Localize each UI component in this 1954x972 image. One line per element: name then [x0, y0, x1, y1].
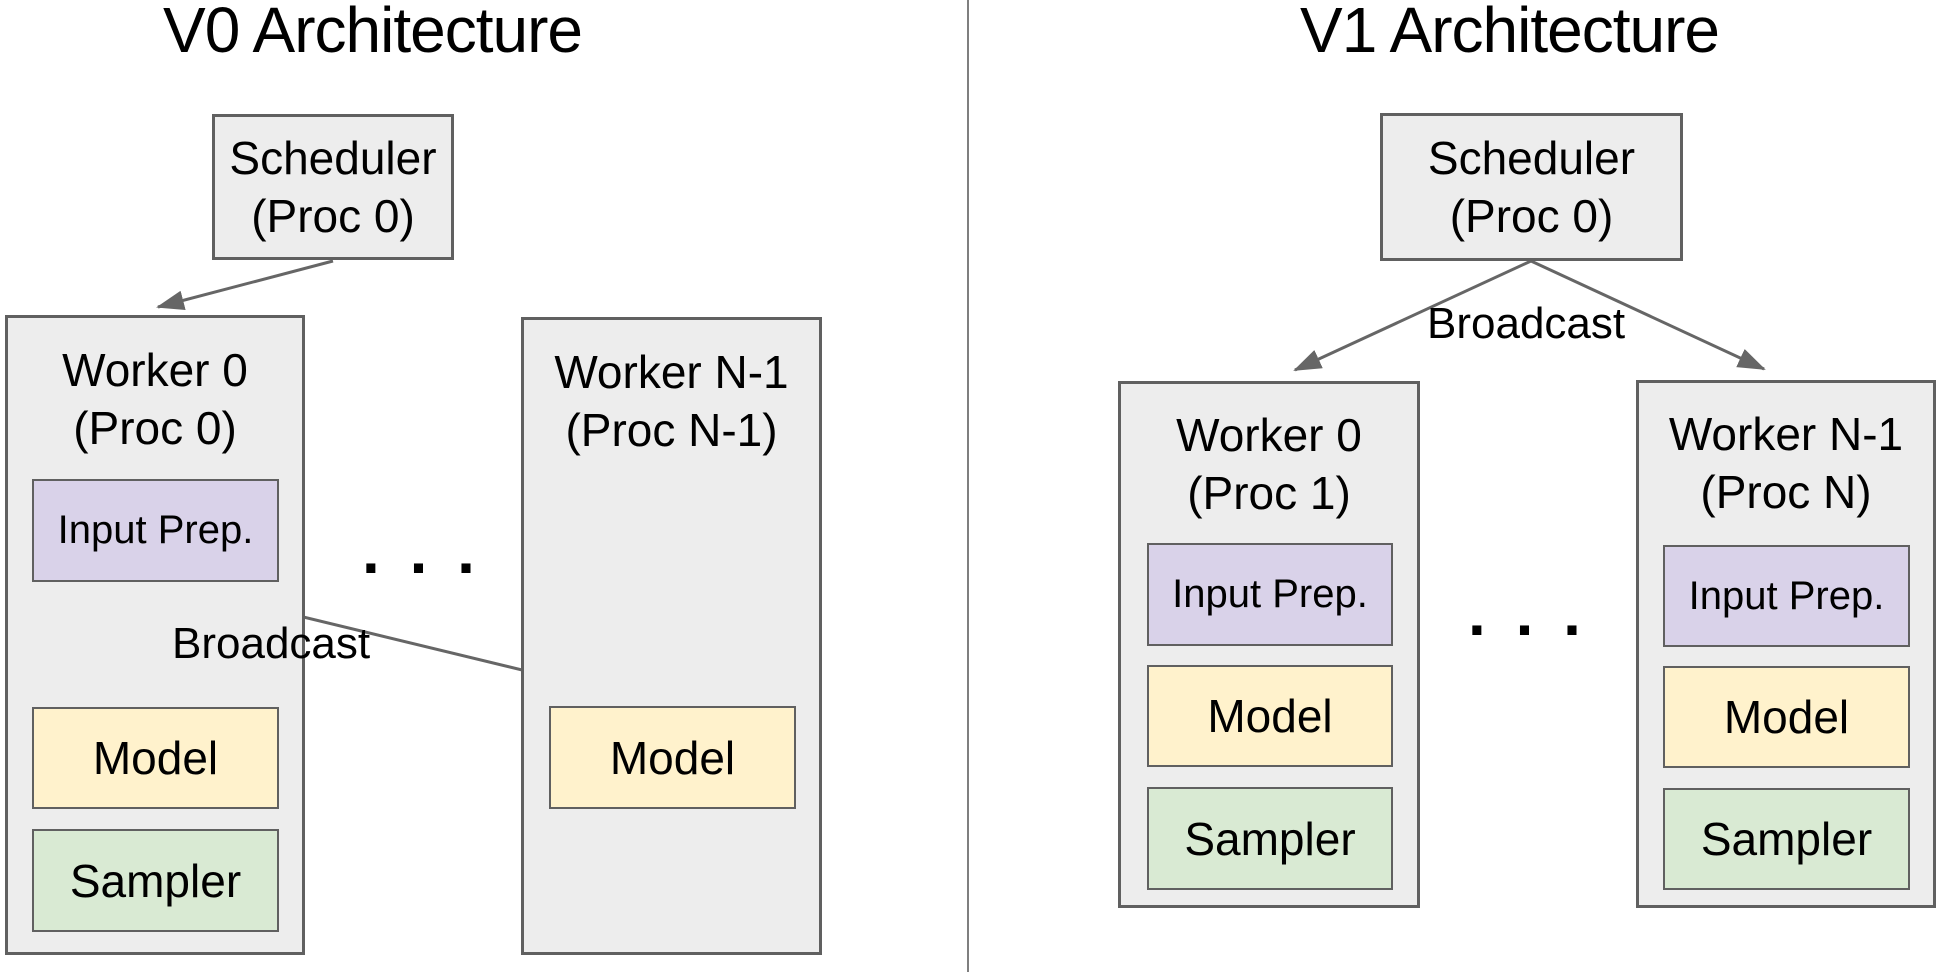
v1-scheduler-box: Scheduler (Proc 0) [1380, 113, 1683, 261]
v0-scheduler-proc: (Proc 0) [251, 190, 415, 242]
v0-workerN-model-box: Model [549, 706, 796, 809]
v1-worker0-title: Worker 0 (Proc 1) [1118, 406, 1420, 522]
v1-scheduler-label: Scheduler [1427, 132, 1636, 184]
v1-workerN-name: Worker N-1 [1668, 408, 1904, 460]
v1-workerN-title: Worker N-1 (Proc N) [1636, 405, 1936, 521]
v0-workerN-box [521, 317, 822, 955]
v0-worker0-proc: (Proc 0) [73, 402, 237, 454]
v1-worker0-model-box: Model [1147, 665, 1393, 767]
panel-divider [967, 0, 969, 972]
v1-worker0-name: Worker 0 [1176, 409, 1362, 461]
v1-worker0-sampler-box: Sampler [1147, 787, 1393, 890]
v1-workerN-proc: (Proc N) [1700, 466, 1872, 518]
v1-workerN-input-prep-box: Input Prep. [1663, 545, 1910, 647]
v0-broadcast-label: Broadcast [172, 619, 371, 668]
v1-worker0-proc: (Proc 1) [1187, 467, 1351, 519]
v1-ellipsis-dots: . . . [1468, 577, 1587, 649]
v1-scheduler-proc: (Proc 0) [1449, 190, 1614, 242]
v1-panel-title: V1 Architecture [1300, 0, 1720, 66]
v0-scheduler-label: Scheduler [229, 132, 437, 184]
v0-workerN-title: Worker N-1 (Proc N-1) [521, 343, 822, 459]
v0-workerN-proc: (Proc N-1) [565, 404, 778, 456]
v1-broadcast-label: Broadcast [1427, 299, 1626, 348]
v1-workerN-sampler-box: Sampler [1663, 788, 1910, 890]
v0-worker0-sampler-box: Sampler [32, 829, 279, 932]
v0-panel-title: V0 Architecture [163, 0, 583, 66]
v0-worker0-input-prep-box: Input Prep. [32, 479, 279, 582]
v1-workerN-model-box: Model [1663, 666, 1910, 768]
v0-worker0-name: Worker 0 [62, 344, 248, 396]
v0-worker0-title: Worker 0 (Proc 0) [5, 341, 305, 457]
v0-workerN-name: Worker N-1 [554, 346, 789, 398]
v0-worker0-model-box: Model [32, 707, 279, 809]
v0-scheduler-box: Scheduler (Proc 0) [212, 114, 454, 260]
v1-worker0-input-prep-box: Input Prep. [1147, 543, 1393, 646]
v0-ellipsis-dots: . . . [362, 515, 481, 587]
v0-arrow-scheduler-to-worker0 [156, 259, 334, 311]
